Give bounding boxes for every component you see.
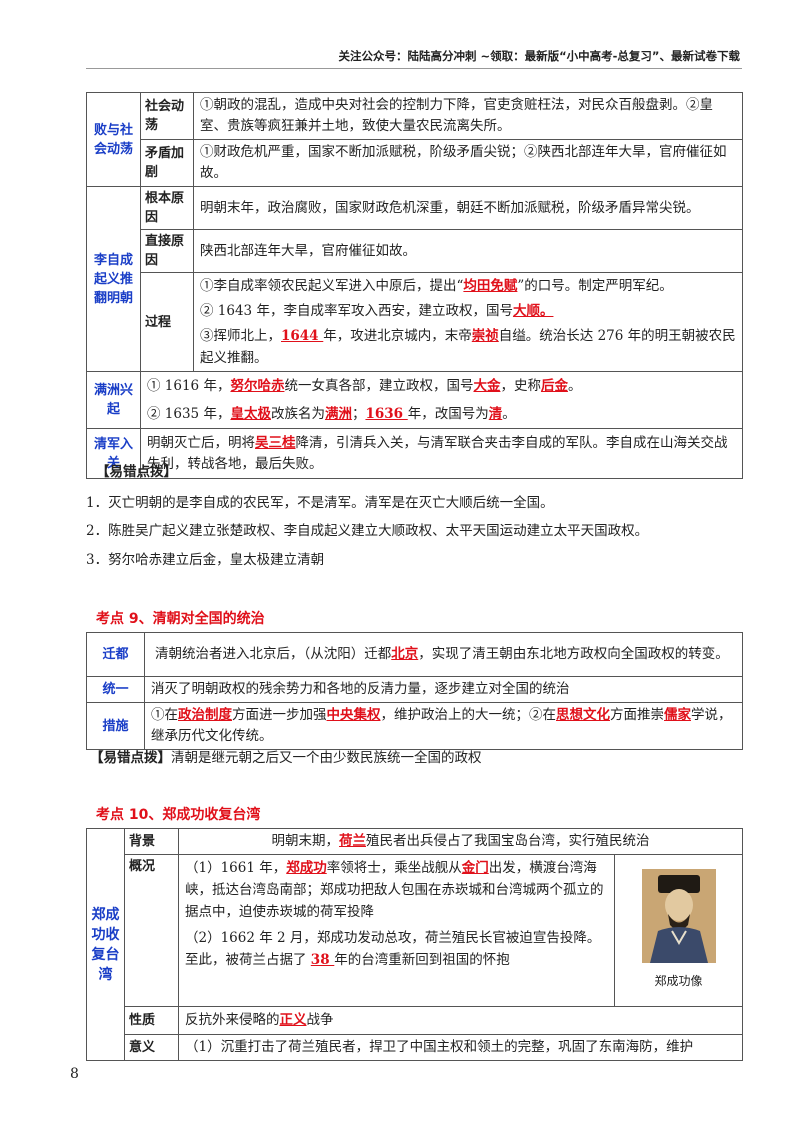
category-cell: 迁都	[86, 632, 145, 677]
content-cell: 陕西北部连年大旱，官府催征如故。	[193, 229, 743, 273]
process-cell: ①李自成率领农民起义军进入中原后，提出“均田免赋”的口号。制定严明军纪。 ② 1…	[193, 272, 743, 372]
keyword: 大顺。	[512, 303, 554, 319]
sub-heading: 根本原因	[140, 186, 194, 230]
content-cell: ① 1616 年，努尔哈赤统一女真各部，建立政权，国号大金，史称后金。 ② 16…	[140, 371, 743, 429]
category-cell: 统一	[86, 676, 145, 703]
tip-heading: 【易错点拨】	[96, 464, 177, 480]
content-cell: ①财政危机严重，国家不断加派赋税，阶级矛盾尖锐；②陕西北部连年大旱，官府催征如故…	[193, 139, 743, 187]
ming-fall-table: 败与社会动荡 社会动荡 ①朝政的混乱，造成中央对社会的控制力下降，官吏贪赃枉法，…	[86, 92, 743, 479]
header-rule	[86, 68, 742, 69]
keyword: 1644	[281, 328, 324, 344]
tip-line: 【易错点拨】清朝是继元朝之后又一个由少数民族统一全国的政权	[90, 750, 482, 766]
category-cell: 措施	[86, 702, 145, 750]
category-cell: 李自成起义推翻明朝	[86, 186, 141, 372]
page-number: 8	[70, 1066, 79, 1082]
zheng-chenggong-table: 郑成功收复台湾 背景 明朝末期，荷兰殖民者出兵侵占了我国宝岛台湾，实行殖民统治 …	[86, 828, 743, 1061]
keyword: 均田免赋	[463, 278, 518, 294]
sub-heading: 概况	[124, 854, 179, 1007]
tip-item: 3．努尔哈赤建立后金，皇太极建立清朝	[86, 552, 325, 568]
portrait-cell: 郑成功像	[614, 854, 743, 1007]
qing-rule-table: 迁都 清朝统治者进入北京后，（从沈阳）迁都北京，实现了清王朝由东北地方政权向全国…	[86, 632, 743, 750]
sub-heading: 意义	[124, 1034, 179, 1061]
sub-heading: 直接原因	[140, 229, 194, 273]
process-step: ② 1643 年，李自成率军攻入西安，建立政权，国号大顺。	[200, 303, 554, 319]
content-cell: ①在政治制度方面进一步加强中央集权，维护政治上的大一统；②在思想文化方面推崇儒家…	[144, 702, 743, 750]
content-cell: 消灭了明朝政权的残余势力和各地的反清力量，逐步建立对全国的统治	[144, 676, 743, 703]
overview-cell: （1）1661 年，郑成功率领将士，乘坐战舰从金门出发，横渡台湾海峡，抵达台湾岛…	[178, 854, 615, 1007]
content-cell: ①朝政的混乱，造成中央对社会的控制力下降，官吏贪赃枉法，对民众百般盘剥。②皇室、…	[193, 92, 743, 140]
section-title: 考点 10、郑成功收复台湾	[96, 807, 261, 823]
tip-item: 1．灭亡明朝的是李自成的农民军，不是清军。清军是在灭亡大顺后统一全国。	[86, 495, 554, 511]
content-cell: （1）沉重打击了荷兰殖民者，捍卫了中国主权和领土的完整，巩固了东南海防，维护	[178, 1034, 743, 1061]
category-cell: 败与社会动荡	[86, 92, 141, 187]
content-cell: 反抗外来侵略的正义战争	[178, 1006, 743, 1035]
category-cell: 郑成功收复台湾	[86, 828, 125, 1061]
section-title: 考点 9、清朝对全国的统治	[96, 611, 265, 627]
process-step: ①李自成率领农民起义军进入中原后，提出“均田免赋”的口号。制定严明军纪。	[200, 278, 673, 294]
category-cell: 满洲兴起	[86, 371, 141, 429]
content-cell: 明朝末年，政治腐败，国家财政危机深重，朝廷不断加派赋税，阶级矛盾异常尖锐。	[193, 186, 743, 230]
page-header: 关注公众号：陆陆高分冲刺 ~领取：最新版“小中高考-总复习”、最新试卷下载	[338, 49, 740, 63]
portrait-caption: 郑成功像	[654, 974, 703, 988]
tip-item: 2．陈胜吴广起义建立张楚政权、李自成起义建立大顺政权、太平天国运动建立太平天国政…	[86, 523, 649, 539]
portrait-image	[641, 869, 716, 963]
sub-heading: 社会动荡	[140, 92, 194, 140]
content-cell: 明朝末期，荷兰殖民者出兵侵占了我国宝岛台湾，实行殖民统治	[178, 828, 743, 855]
sub-heading: 矛盾加剧	[140, 139, 194, 187]
keyword: 崇祯	[471, 328, 499, 344]
content-cell: 清朝统治者进入北京后，（从沈阳）迁都北京，实现了清王朝由东北地方政权向全国政权的…	[144, 632, 743, 677]
process-step: ③挥师北上，1644 年，攻进北京城内，末帝崇祯自缢。统治长达 276 年的明王…	[200, 328, 736, 366]
sub-heading: 过程	[140, 272, 194, 372]
content-cell: 明朝灭亡后，明将吴三桂降清，引清兵入关，与清军联合夹击李自成的军队。李自成在山海…	[140, 428, 743, 479]
sub-heading: 性质	[124, 1006, 179, 1035]
category-cell: 清军入关	[86, 428, 141, 479]
sub-heading: 背景	[124, 828, 179, 855]
